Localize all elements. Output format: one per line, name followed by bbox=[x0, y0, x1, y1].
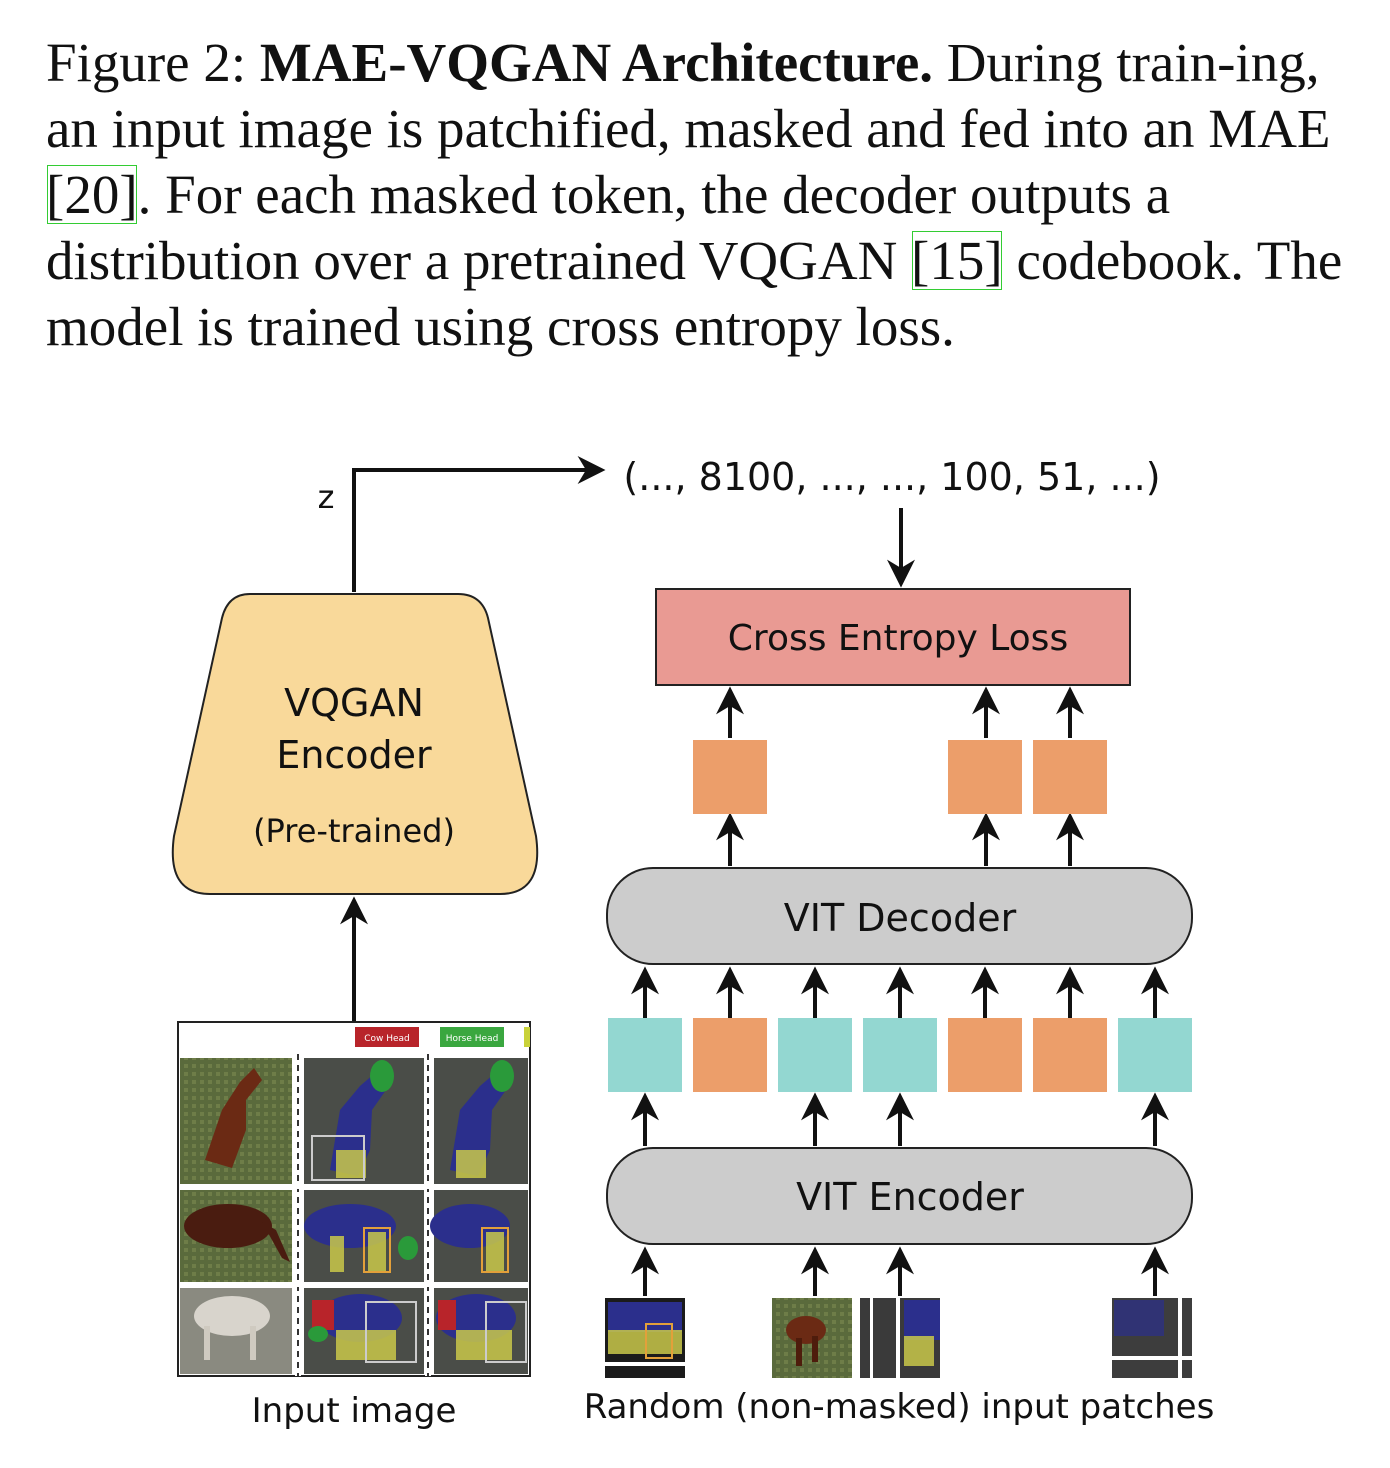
z-label: z bbox=[318, 478, 335, 516]
caption-text-3: codebook. The model is trained using cro… bbox=[46, 230, 1343, 357]
input-patch bbox=[860, 1298, 940, 1378]
vqgan-title-line1: VQGAN bbox=[284, 681, 424, 725]
vqgan-encoder-block bbox=[171, 593, 539, 895]
visible-token bbox=[1118, 1018, 1192, 1092]
predicted-token-row bbox=[693, 740, 1107, 814]
vit-decoder-block bbox=[606, 867, 1193, 965]
mask-token bbox=[1033, 1018, 1107, 1092]
input-patch bbox=[605, 1298, 685, 1378]
token-to-decoder-arrows bbox=[631, 966, 1169, 1018]
encoder-label: VIT Encoder bbox=[796, 1175, 1024, 1219]
vit-encoder-block bbox=[606, 1147, 1193, 1245]
input-patch bbox=[772, 1298, 852, 1378]
predicted-token bbox=[948, 740, 1022, 814]
visible-token bbox=[608, 1018, 682, 1092]
visible-token bbox=[778, 1018, 852, 1092]
citation-link-20[interactable]: [20] bbox=[46, 164, 138, 225]
input-image-label: Input image bbox=[252, 1391, 457, 1431]
decoder-label: VIT Decoder bbox=[784, 896, 1017, 940]
mask-token bbox=[693, 1018, 767, 1092]
loss-label: Cross Entropy Loss bbox=[728, 618, 1068, 659]
visible-token bbox=[863, 1018, 937, 1092]
encoder-to-token-arrows bbox=[631, 1092, 1169, 1146]
vqgan-subtitle: (Pre-trained) bbox=[253, 812, 455, 850]
token-sequence: (..., 8100, ..., ..., 100, 51, ...) bbox=[623, 455, 1160, 499]
vqgan-title-line2: Encoder bbox=[276, 733, 432, 777]
cow-head-tag-label: Cow Head bbox=[364, 1034, 410, 1044]
mask-token bbox=[948, 1018, 1022, 1092]
output-arrows bbox=[716, 686, 1084, 866]
z-output-arrow bbox=[352, 456, 606, 592]
cross-entropy-loss-box bbox=[655, 588, 1131, 686]
figure-label: Figure 2: bbox=[46, 32, 247, 93]
horse-head-tag-label: Horse Head bbox=[446, 1034, 499, 1044]
figure-title: MAE-VQGAN Architecture. bbox=[259, 32, 933, 93]
caption-text-2: . For each masked token, the decoder out… bbox=[46, 164, 1171, 291]
token-row bbox=[608, 1018, 1192, 1092]
input-image[interactable]: Cow Head Horse Head bbox=[177, 1021, 531, 1377]
input-patches-label: Random (non-masked) input patches bbox=[584, 1387, 1215, 1427]
cow-head-tag bbox=[355, 1027, 419, 1047]
citation-link-15[interactable]: [15] bbox=[911, 230, 1003, 291]
patch-to-encoder-arrows bbox=[631, 1246, 1169, 1296]
horse-head-tag bbox=[440, 1027, 504, 1047]
input-patch bbox=[1112, 1298, 1192, 1378]
figure-caption: Figure 2: MAE-VQGAN Architecture. During… bbox=[46, 30, 1366, 360]
predicted-token bbox=[693, 740, 767, 814]
input-patches bbox=[605, 1298, 1192, 1378]
caption-text-1: During train-ing, an input image is patc… bbox=[46, 32, 1331, 159]
predicted-token bbox=[1033, 740, 1107, 814]
